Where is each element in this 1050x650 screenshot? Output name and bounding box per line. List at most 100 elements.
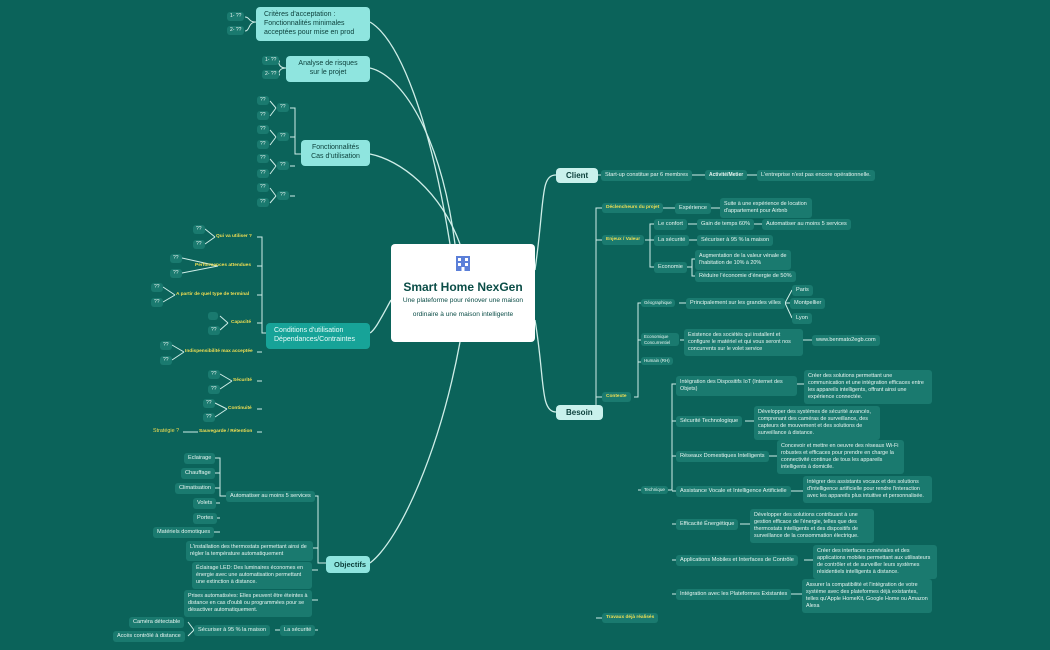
city-lyon[interactable]: Lyon — [792, 313, 812, 324]
feature-group-4[interactable]: ?? — [277, 191, 289, 200]
automate-services[interactable]: Automatiser au moins 5 services — [226, 491, 315, 502]
camera-item[interactable]: Caméra détectable — [129, 617, 185, 628]
stake-comfort[interactable]: Le confort — [654, 219, 687, 230]
condition-leaf[interactable]: ?? — [208, 385, 220, 394]
condition-who[interactable]: Qui va utiliser ? — [216, 234, 252, 239]
risk-item-2[interactable]: 2- ?? — [262, 70, 280, 79]
thermostat-detail[interactable]: L'installation des thermostats permettan… — [186, 541, 313, 562]
auto-item-shutters[interactable]: Volets — [193, 498, 217, 509]
stake-value-increase[interactable]: Augmentation de la valeur vénale de l'ha… — [695, 250, 791, 271]
experience-node[interactable]: Expérience — [675, 203, 711, 214]
condition-leaf[interactable]: ?? — [193, 225, 205, 234]
auto-item-home-devices[interactable]: Matériels domotiques — [153, 527, 215, 538]
tech-mobile-detail[interactable]: Créer des interfaces conviviales et des … — [813, 545, 937, 580]
experience-detail[interactable]: Suite à une expérience de location d'app… — [720, 198, 812, 219]
tech-voice-ai[interactable]: Assistance Vocale et Intelligence Artifi… — [676, 486, 791, 497]
conditions-node[interactable]: Conditions d'utilisation Dépendances/Con… — [266, 323, 370, 349]
central-topic[interactable]: Smart Home NexGen Une plateforme pour ré… — [391, 244, 535, 342]
auto-item-lighting[interactable]: Eclairage — [184, 453, 216, 464]
tech-mobile[interactable]: Applications Mobiles et Interfaces de Co… — [676, 555, 798, 566]
condition-leaf[interactable]: ?? — [170, 269, 182, 278]
feature-leaf[interactable]: ?? — [257, 125, 269, 134]
stake-energy[interactable]: Réduire l'économie d'énergie de 50% — [695, 271, 796, 282]
condition-backup[interactable]: Sauvegarde / Rétention — [199, 429, 253, 434]
condition-leaf[interactable]: ?? — [193, 240, 205, 249]
tech-security-detail[interactable]: Développer des systèmes de sécurité avan… — [754, 406, 880, 441]
tech-voice-ai-detail[interactable]: Intégrer des assistants vocaux et des so… — [803, 476, 932, 504]
plugs-detail[interactable]: Prises automatisées: Elles peuvent être … — [184, 590, 312, 618]
condition-leaf[interactable]: ?? — [203, 413, 215, 422]
feature-leaf[interactable]: ?? — [257, 96, 269, 105]
auto-item-aircon[interactable]: Climatisation — [175, 483, 216, 494]
features-node[interactable]: Fonctionnalités Cas d'utilisation — [301, 140, 370, 166]
condition-leaf[interactable]: ?? — [208, 326, 220, 335]
condition-availability[interactable]: Indispensibilité max acceptée — [185, 349, 253, 354]
stake-automate[interactable]: Automatiser au moins 5 services — [762, 219, 851, 230]
remote-access-item[interactable]: Accès contrôlé à distance — [113, 631, 185, 642]
tech-networks-detail[interactable]: Concevoir et mettre en oeuvre des réseau… — [777, 440, 904, 475]
context-label[interactable]: Contexte — [602, 392, 631, 402]
context-cities[interactable]: Principalement sur les grandes villes — [686, 298, 785, 309]
obj-secure-95[interactable]: Sécuriser à 95 % la maison — [194, 625, 271, 636]
auto-item-heating[interactable]: Chauffage — [181, 468, 215, 479]
context-technical[interactable]: Technique — [641, 486, 668, 494]
stakes-label[interactable]: Enjeux / Valeur — [602, 235, 645, 245]
strategy-label[interactable]: Stratégie ? — [153, 428, 180, 434]
tech-energy[interactable]: Efficacité Énergétique — [676, 519, 739, 530]
competitors-detail[interactable]: Existence des sociétés qui installent et… — [684, 329, 803, 357]
condition-continuity[interactable]: Continuité — [228, 406, 252, 411]
auto-item-doors[interactable]: Portes — [193, 513, 218, 524]
condition-leaf[interactable]: ?? — [170, 254, 182, 263]
stake-time-gain[interactable]: Gain de temps 60% — [697, 219, 755, 230]
tech-energy-detail[interactable]: Développer des solutions contribuant à u… — [750, 509, 874, 544]
competitor-link[interactable]: www.benmato2egb.com — [812, 335, 880, 346]
tech-iot-detail[interactable]: Créer des solutions permettant une commu… — [804, 370, 932, 405]
stake-secure-95[interactable]: Sécuriser à 95 % la maison — [697, 235, 774, 246]
city-paris[interactable]: Paris — [792, 285, 813, 296]
city-montpellier[interactable]: Montpellier — [790, 298, 826, 309]
condition-leaf[interactable]: ?? — [160, 341, 172, 350]
client-status[interactable]: L'entreprise n'est pas encore opérationn… — [757, 170, 875, 181]
feature-leaf[interactable]: ?? — [257, 169, 269, 178]
client-description[interactable]: Start-up constitue par 6 membres — [601, 170, 693, 181]
feature-leaf[interactable]: ?? — [257, 154, 269, 163]
obj-security[interactable]: La sécurité — [280, 625, 316, 636]
feature-group-2[interactable]: ?? — [277, 132, 289, 141]
client-node[interactable]: Client — [556, 168, 599, 183]
context-geo[interactable]: Géographique — [641, 299, 675, 307]
tech-networks[interactable]: Réseaux Domestiques Intelligents — [676, 451, 769, 462]
condition-leaf[interactable]: ?? — [160, 356, 172, 365]
condition-security[interactable]: Sécurité — [233, 378, 252, 383]
needs-node[interactable]: Besoin — [556, 405, 603, 420]
condition-leaf[interactable]: ?? — [208, 370, 220, 379]
acceptance-item-2[interactable]: 2- ?? — [227, 26, 245, 35]
feature-group-1[interactable]: ?? — [277, 103, 289, 112]
condition-leaf-empty[interactable] — [208, 312, 218, 320]
acceptance-node[interactable]: Critères d'acceptation : Fonctionnalités… — [256, 7, 370, 42]
condition-leaf[interactable]: ?? — [151, 283, 163, 292]
context-human[interactable]: Humain (RH) — [641, 357, 673, 365]
client-activity[interactable]: Activité/Metier — [705, 170, 748, 181]
condition-terminal[interactable]: A partir de quel type de terminal — [176, 292, 250, 297]
feature-leaf[interactable]: ?? — [257, 111, 269, 120]
condition-performance[interactable]: Performances attendues — [195, 263, 251, 268]
acceptance-item-1[interactable]: 1- ?? — [227, 12, 245, 21]
tech-iot[interactable]: Intégration des Dispositifs IoT (Interne… — [676, 376, 797, 397]
feature-leaf[interactable]: ?? — [257, 183, 269, 192]
tech-platforms[interactable]: Intégration avec les Plateformes Existan… — [676, 589, 792, 600]
tech-security[interactable]: Sécurité Technologique — [676, 416, 743, 427]
stake-economy[interactable]: Economie — [654, 262, 687, 273]
tech-platforms-detail[interactable]: Assurer la compatibilité et l'intégratio… — [802, 579, 932, 614]
context-economic[interactable]: Economique Concurrentiel — [641, 333, 679, 347]
led-detail[interactable]: Éclairage LED: Des luminaires économes e… — [192, 562, 312, 590]
condition-leaf[interactable]: ?? — [151, 298, 163, 307]
previous-work-label[interactable]: Travaux déjà réalisés — [602, 613, 659, 623]
triggers-label[interactable]: Déclencheurs du projet — [602, 203, 664, 213]
feature-leaf[interactable]: ?? — [257, 198, 269, 207]
feature-leaf[interactable]: ?? — [257, 140, 269, 149]
objectives-node[interactable]: Objectifs — [326, 556, 370, 574]
condition-leaf[interactable]: ?? — [203, 399, 215, 408]
feature-group-3[interactable]: ?? — [277, 161, 289, 170]
condition-capacity[interactable]: Capacité — [231, 320, 251, 325]
risk-analysis-node[interactable]: Analyse de risques sur le projet — [286, 56, 370, 82]
